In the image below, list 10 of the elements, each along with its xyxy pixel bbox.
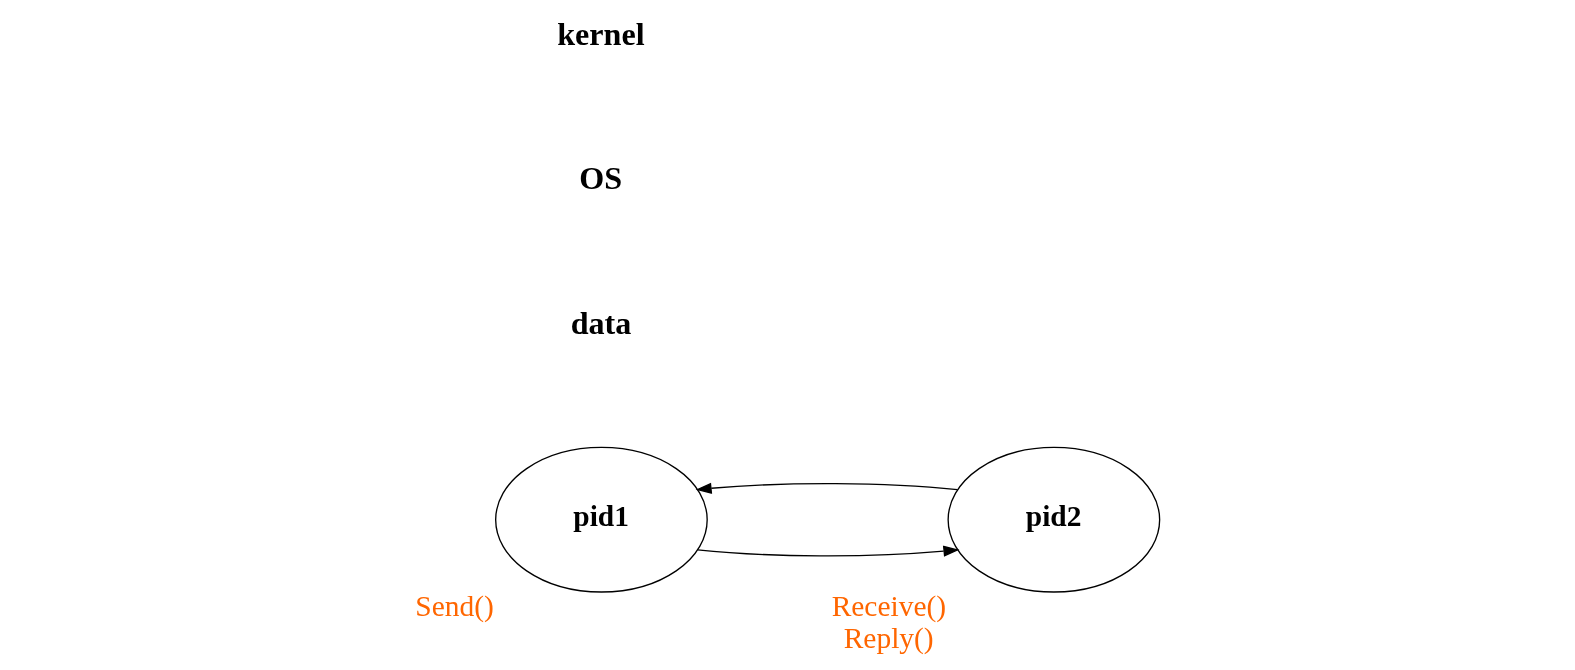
node-label: Reply() <box>843 621 934 654</box>
node-label: Send() <box>415 589 494 622</box>
label: kernel <box>557 15 645 52</box>
label: data <box>570 304 632 341</box>
arrow <box>695 482 959 494</box>
node-ellipse: pid2 <box>947 446 1161 593</box>
label: OS <box>579 160 623 197</box>
arrow <box>696 545 960 557</box>
node-ellipse: pid1 <box>495 446 708 593</box>
node-label: Receive() <box>831 589 947 622</box>
